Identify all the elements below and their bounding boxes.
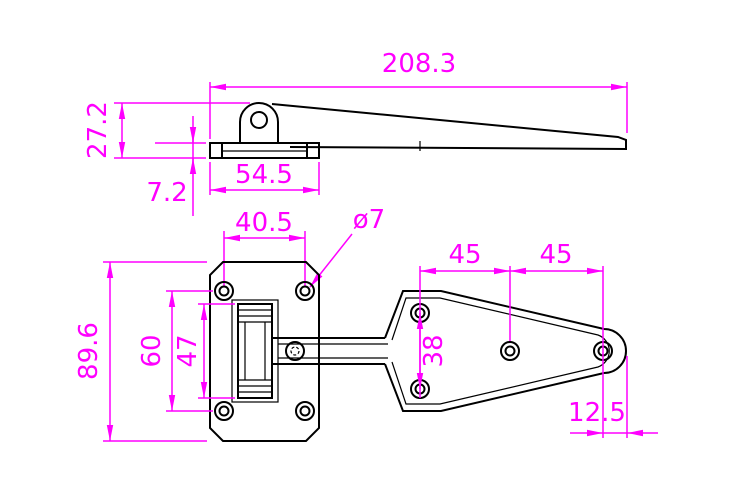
hinge-pin-side bbox=[250, 111, 268, 129]
barrel-boss bbox=[231, 299, 279, 403]
leader-hole-diameter bbox=[309, 233, 353, 288]
side-view-dimensions bbox=[114, 82, 628, 288]
dim-strap-pitch-1: 45 bbox=[448, 240, 481, 270]
leaf-plate-side bbox=[209, 142, 320, 159]
dim-leaf-thickness: 7.2 bbox=[146, 178, 187, 208]
strap-inner-edge bbox=[391, 297, 610, 405]
dim-strap-pitch-2: 45 bbox=[539, 240, 572, 270]
dim-hole-pitch-horizontal: 40.5 bbox=[235, 208, 293, 238]
knuckle-side bbox=[239, 102, 279, 143]
side-view-outline bbox=[209, 102, 627, 159]
dim-barrel-length: 47 bbox=[173, 334, 203, 367]
dim-strap-hole-pitch: 38 bbox=[419, 334, 449, 367]
strap-outline bbox=[384, 290, 627, 412]
dim-hole-diameter: ø7 bbox=[353, 205, 385, 235]
dim-plate-width: 89.6 bbox=[74, 322, 104, 380]
strap-side bbox=[271, 103, 627, 151]
dim-tip-edge-distance: 12.5 bbox=[568, 398, 626, 428]
plan-view-dimensions bbox=[103, 261, 658, 442]
plate-outline bbox=[209, 261, 320, 442]
plate-screw-holes bbox=[214, 281, 315, 421]
plan-view-outline bbox=[209, 261, 627, 442]
pivot-circle bbox=[285, 341, 305, 361]
dimension-texts: 208.3 27.2 7.2 54.5 40.5 ø7 45 45 89.6 6… bbox=[74, 49, 626, 428]
dim-total-height: 27.2 bbox=[83, 101, 113, 159]
pivot-circle-inner bbox=[290, 346, 300, 356]
dim-overall-length: 208.3 bbox=[382, 49, 456, 79]
dim-hole-pitch-vertical: 60 bbox=[137, 334, 167, 367]
dim-plate-length: 54.5 bbox=[235, 160, 293, 190]
barrel bbox=[237, 303, 273, 399]
